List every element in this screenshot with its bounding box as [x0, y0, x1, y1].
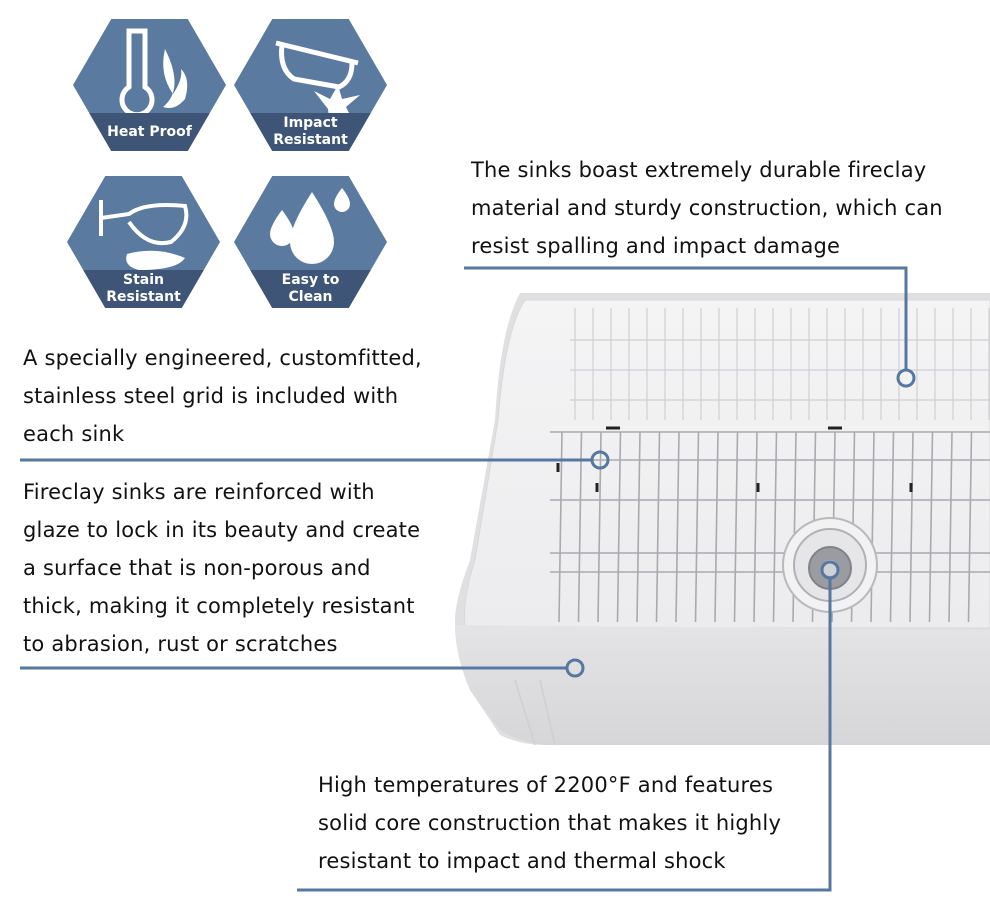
grid-wire [967, 431, 973, 623]
grid-wire [870, 431, 875, 623]
callout-line: each sink [23, 422, 125, 446]
feature-label: Heat Proof [107, 123, 192, 140]
callout-line: to abrasion, rust or scratches [23, 632, 338, 656]
feature-label: Stain [123, 272, 164, 288]
grid-wire [928, 431, 934, 623]
grid-wire [772, 431, 778, 623]
grid-wire [675, 431, 680, 623]
grid-wire [909, 431, 914, 623]
callout-line: material and sturdy construction, which … [471, 196, 943, 220]
callout-glaze: Fireclay sinks are reinforced with glaze… [23, 473, 420, 663]
grid-wire [714, 431, 719, 623]
feature-label: Clean [288, 289, 333, 305]
callout-durable: The sinks boast extremely durable firecl… [471, 151, 943, 265]
feature-label: Easy to [281, 272, 340, 288]
callout-line: Fireclay sinks are reinforced with [23, 480, 375, 504]
grid-wire [655, 431, 661, 623]
callout-lines [20, 266, 916, 892]
drain [782, 517, 878, 613]
callout-line: High temperatures of 2200°F and features [318, 773, 774, 797]
callout-line: The sinks boast extremely durable firecl… [471, 158, 927, 182]
callout-line: resistant to impact and thermal shock [318, 849, 726, 873]
feature-label: Resistant [106, 289, 181, 305]
callout-line: stainless steel grid is included with [23, 384, 399, 408]
callout-line: thick, making it completely resistant [23, 594, 415, 618]
callout-line: glaze to lock in its beauty and create [23, 518, 421, 542]
callout-line: resist spalling and impact damage [471, 234, 841, 258]
spilled-wine-glass-icon [99, 200, 189, 270]
grid-wire [577, 431, 583, 623]
grid-wire [636, 431, 641, 623]
grid-wire [948, 431, 953, 623]
grid-wire [597, 431, 602, 623]
grid-wire [694, 431, 700, 623]
feature-label: Impact [283, 115, 338, 131]
grid-wire [616, 431, 622, 623]
callout-line: A specially engineered, customfitted, [23, 346, 422, 370]
callout-grid: A specially engineered, customfitted, st… [23, 339, 422, 453]
grid-wire [753, 431, 758, 623]
grid-wire [558, 431, 563, 623]
callout-line: a surface that is non-porous and [23, 556, 371, 580]
callout-temperature: High temperatures of 2200°F and features… [318, 766, 781, 880]
callout-line: solid core construction that makes it hi… [318, 811, 782, 835]
grid-wire [889, 431, 895, 623]
feature-label: Resistant [273, 132, 348, 148]
water-drops-icon [270, 188, 350, 264]
grid-wire [733, 431, 739, 623]
